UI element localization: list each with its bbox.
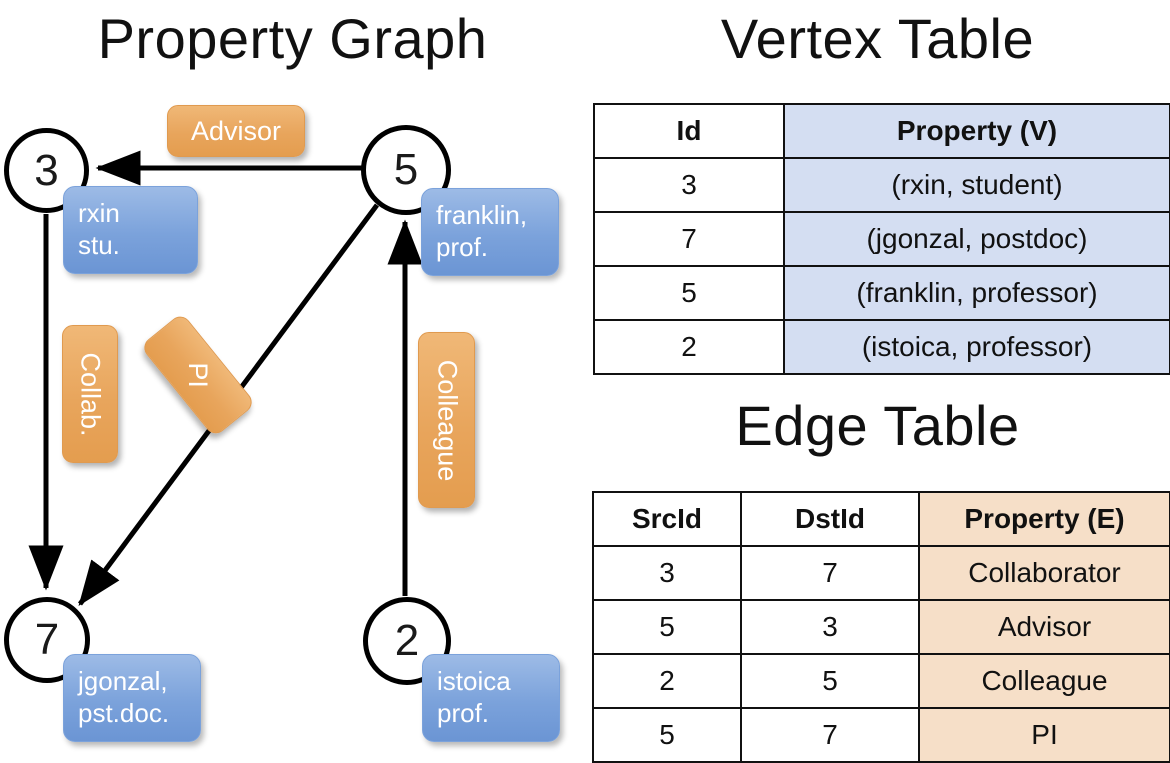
edge-cell-dstid: 7 [740,707,920,763]
page-title-edge-table: Edge Table [735,394,1020,457]
table-row: 3 (rxin, student) [593,157,1170,213]
table-row: 2 5 Colleague [592,653,1170,709]
edge-cell-dstid: 3 [740,599,920,655]
vertex-cell-property: (istoica, professor) [783,319,1170,375]
node-property-box-istoica: istoica prof. [422,654,560,742]
edge-cell-srcid: 2 [592,653,742,709]
edge-cell-srcid: 5 [592,707,742,763]
graph-node-5[interactable]: 5 [361,125,451,215]
graph-node-3-label: 3 [34,145,59,195]
edge-cell-dstid: 7 [740,545,920,601]
vertex-cell-id: 5 [593,265,785,321]
edge-table: SrcId DstId Property (E) 3 7 Collaborato… [592,491,1170,763]
graph-node-7-label: 7 [34,615,60,664]
edge-label-collaborator-text: Collab. [75,351,106,437]
vertex-table: Id Property (V) 3 (rxin, student) 7 (jgo… [593,103,1170,375]
vertex-cell-property: (franklin, professor) [783,265,1170,321]
node-property-franklin-line1: franklin, [436,200,528,230]
edge-label-pi-text: PI [183,362,214,388]
edge-label-advisor: Advisor [167,105,305,157]
edge-label-colleague-text: Colleague [432,359,462,481]
node-property-istoica-line1: istoica [437,666,511,696]
edge-cell-dstid: 5 [740,653,920,709]
edge-cell-property: Colleague [918,653,1170,709]
edge-label-collaborator: Collab. [62,325,118,463]
node-property-rxin-line1: rxin [78,198,120,228]
table-row: 7 (jgonzal, postdoc) [593,211,1170,267]
node-property-rxin-line2: stu. [78,230,120,260]
edge-label-advisor-text: Advisor [190,115,282,146]
table-row: 5 (franklin, professor) [593,265,1170,321]
node-property-box-jgonzal: jgonzal, pst.doc. [63,654,201,742]
node-property-jgonzal-line2: pst.doc. [78,698,170,728]
edge-cell-property: Collaborator [918,545,1170,601]
edge-cell-property: Advisor [918,599,1170,655]
node-property-box-franklin: franklin, prof. [421,188,559,276]
vertex-header-property: Property (V) [783,103,1170,159]
graph-node-5-label: 5 [393,145,419,194]
edge-header-srcid: SrcId [592,491,742,547]
page-title-property-graph: Property Graph [97,7,488,70]
edge-cell-property: PI [918,707,1170,763]
edge-cell-srcid: 5 [592,599,742,655]
table-header-row: SrcId DstId Property (E) [592,491,1170,547]
vertex-cell-id: 2 [593,319,785,375]
vertex-header-id: Id [593,103,785,159]
vertex-cell-property: (jgonzal, postdoc) [783,211,1170,267]
node-property-istoica-line2: prof. [437,698,490,728]
table-header-row: Id Property (V) [593,103,1170,159]
table-row: 5 7 PI [592,707,1170,763]
graph-node-2-label: 2 [394,616,420,665]
vertex-cell-id: 7 [593,211,785,267]
table-row: 2 (istoica, professor) [593,319,1170,375]
vertex-cell-id: 3 [593,157,785,213]
edge-label-colleague: Colleague [418,332,475,508]
node-property-box-rxin: rxin stu. [63,186,198,274]
node-property-franklin-line2: prof. [436,232,489,262]
table-row: 5 3 Advisor [592,599,1170,655]
node-property-jgonzal-line1: jgonzal, [78,666,168,696]
graph-node-2[interactable]: 2 [363,597,451,685]
vertex-cell-property: (rxin, student) [783,157,1170,213]
edge-cell-srcid: 3 [592,545,742,601]
table-row: 3 7 Collaborator [592,545,1170,601]
page-title-vertex-table: Vertex Table [720,7,1035,70]
edge-header-dstid: DstId [740,491,920,547]
edge-header-property: Property (E) [918,491,1170,547]
